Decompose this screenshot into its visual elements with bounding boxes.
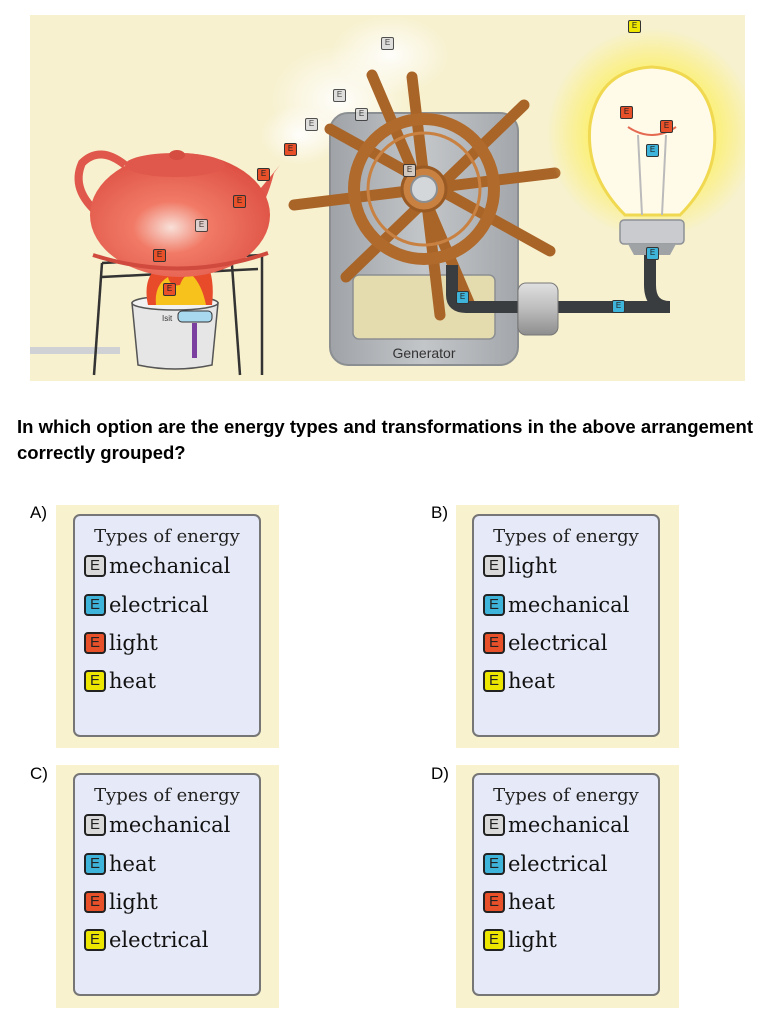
energy-type-label: electrical bbox=[109, 593, 209, 617]
gray-energy-badge-icon: E bbox=[483, 814, 505, 836]
energy-type-label: electrical bbox=[508, 631, 608, 655]
gray-energy-badge-icon: E bbox=[84, 814, 106, 836]
yellow-energy-badge-icon: E bbox=[84, 670, 106, 692]
energy-type-label: electrical bbox=[508, 852, 608, 876]
card-title: Types of energy bbox=[493, 785, 639, 806]
cable bbox=[446, 247, 671, 313]
energy-type-label: electrical bbox=[109, 928, 209, 952]
yellow-energy-badge-icon: E bbox=[483, 929, 505, 951]
option-b-letter[interactable]: B) bbox=[431, 503, 448, 522]
red-energy-token-icon: E bbox=[620, 106, 633, 119]
gray-energy-token-icon: E bbox=[195, 219, 208, 232]
gray-energy-token-icon: E bbox=[403, 164, 416, 177]
red-energy-token-icon: E bbox=[163, 283, 176, 296]
red-energy-token-icon: E bbox=[257, 168, 270, 181]
gray-energy-badge-icon: E bbox=[483, 555, 505, 577]
yellow-energy-badge-icon: E bbox=[483, 670, 505, 692]
blue-energy-badge-icon: E bbox=[84, 594, 106, 616]
energy-type-label: mechanical bbox=[109, 554, 231, 578]
gray-energy-badge-icon: E bbox=[84, 555, 106, 577]
red-energy-badge-icon: E bbox=[84, 891, 106, 913]
energy-type-label: light bbox=[508, 928, 557, 952]
light-bulb bbox=[547, 28, 745, 255]
generator-label: Generator bbox=[392, 345, 455, 361]
red-energy-badge-icon: E bbox=[483, 632, 505, 654]
gray-energy-token-icon: E bbox=[381, 37, 394, 50]
red-energy-token-icon: E bbox=[153, 249, 166, 262]
option-a-letter[interactable]: A) bbox=[30, 503, 47, 522]
energy-type-label: light bbox=[508, 554, 557, 578]
option-c-letter[interactable]: C) bbox=[30, 764, 48, 783]
burner: Isit bbox=[131, 295, 219, 370]
blue-energy-badge-icon: E bbox=[483, 594, 505, 616]
red-energy-token-icon: E bbox=[284, 143, 297, 156]
red-energy-token-icon: E bbox=[233, 195, 246, 208]
energy-type-label: mechanical bbox=[109, 813, 231, 837]
blue-energy-token-icon: E bbox=[612, 300, 625, 313]
card-title: Types of energy bbox=[493, 526, 639, 547]
energy-scene-illustration: Isit Generator bbox=[30, 15, 745, 381]
gas-hose bbox=[30, 347, 120, 354]
blue-energy-token-icon: E bbox=[646, 144, 659, 157]
energy-type-label: light bbox=[109, 890, 158, 914]
blue-energy-token-icon: E bbox=[646, 247, 659, 260]
red-energy-badge-icon: E bbox=[483, 891, 505, 913]
question-text: In which option are the energy types and… bbox=[17, 416, 753, 463]
blue-energy-badge-icon: E bbox=[84, 853, 106, 875]
energy-type-label: mechanical bbox=[508, 593, 630, 617]
energy-type-label: heat bbox=[109, 669, 156, 693]
gray-energy-token-icon: E bbox=[305, 118, 318, 131]
energy-type-label: mechanical bbox=[508, 813, 630, 837]
energy-type-label: heat bbox=[109, 852, 156, 876]
card-title: Types of energy bbox=[94, 526, 240, 547]
burner-label: Isit bbox=[162, 314, 173, 323]
blue-energy-badge-icon: E bbox=[483, 853, 505, 875]
red-energy-token-icon: E bbox=[660, 120, 673, 133]
gray-energy-token-icon: E bbox=[333, 89, 346, 102]
energy-type-label: heat bbox=[508, 669, 555, 693]
card-title: Types of energy bbox=[94, 785, 240, 806]
red-energy-badge-icon: E bbox=[84, 632, 106, 654]
connector bbox=[517, 282, 559, 336]
blue-energy-token-icon: E bbox=[456, 291, 469, 304]
energy-type-label: light bbox=[109, 631, 158, 655]
kettle bbox=[74, 150, 280, 277]
gray-energy-token-icon: E bbox=[355, 108, 368, 121]
energy-type-label: heat bbox=[508, 890, 555, 914]
yellow-energy-badge-icon: E bbox=[84, 929, 106, 951]
option-d-letter[interactable]: D) bbox=[431, 764, 449, 783]
yellow-energy-token-icon: E bbox=[628, 20, 641, 33]
